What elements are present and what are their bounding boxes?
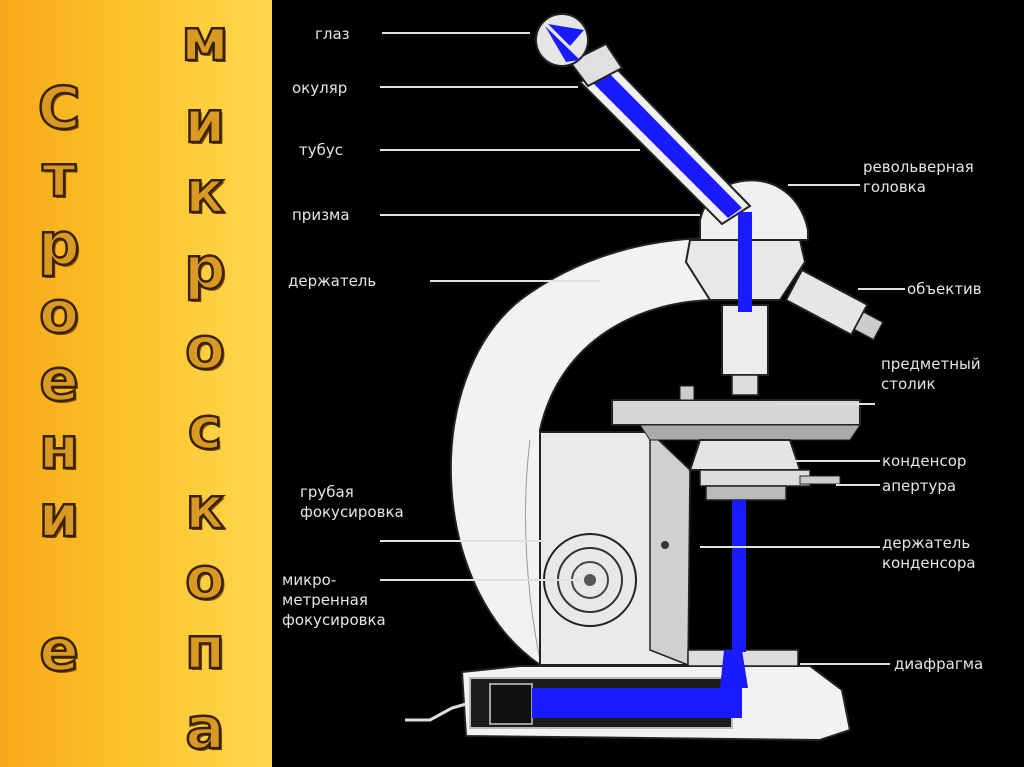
label-stage: предметный столик xyxy=(881,355,981,393)
label-tube: тубус xyxy=(299,141,343,159)
aperture-ring xyxy=(699,469,811,487)
label-objective: объектив xyxy=(907,280,982,298)
title-letter: к xyxy=(184,474,226,542)
condenser-holder xyxy=(705,485,787,501)
title-letter: о xyxy=(184,544,226,612)
label-aperture: апертура xyxy=(882,477,957,495)
light-beam-base xyxy=(532,688,742,718)
title-letter: о xyxy=(184,314,226,382)
title-letter: е xyxy=(38,616,80,684)
label-coarse-focus: грубая фокусировка xyxy=(300,483,404,521)
focus-block-side xyxy=(649,430,691,667)
objective-tip xyxy=(731,374,759,396)
light-beam-tube xyxy=(590,70,742,218)
microscope-diagram: глаз окуляр тубус призма держатель револ… xyxy=(272,0,1024,767)
screw xyxy=(661,541,669,549)
label-holder: держатель xyxy=(288,272,377,290)
eyepiece xyxy=(568,42,624,88)
title-letter: н xyxy=(38,414,81,482)
condenser xyxy=(688,439,802,471)
eye-beam-2 xyxy=(548,24,584,46)
label-micrometer-focus: микро- метренная фокусировка xyxy=(282,571,386,629)
title-panel: С т р о е н и е м и к р о с к о п а xyxy=(0,0,272,767)
label-revolver-head: револьверная головка xyxy=(863,158,974,196)
title-letter: с xyxy=(187,394,224,462)
title-word-mikroskopa: м и к р о с к о п а xyxy=(150,0,260,767)
lamp xyxy=(489,683,533,725)
title-letter: С xyxy=(36,74,81,142)
power-cord xyxy=(405,702,467,722)
microscope-drawing xyxy=(380,13,905,742)
label-diaphragm: диафрагма xyxy=(894,655,984,673)
objective-side xyxy=(784,268,884,341)
title-letter: р xyxy=(183,234,227,302)
eye xyxy=(535,13,589,67)
stage-edge xyxy=(639,424,861,441)
title-letter: р xyxy=(37,210,81,278)
title-letter: м xyxy=(180,6,230,74)
light-beam-lower xyxy=(732,500,746,652)
label-condenser-holder: держатель конденсора xyxy=(882,534,976,572)
title-word-stroenie: С т р о е н и е xyxy=(4,0,114,767)
knob-center xyxy=(584,574,596,586)
title-letter: е xyxy=(38,346,80,414)
label-eyepiece: окуляр xyxy=(292,79,348,97)
objective-main xyxy=(721,304,769,376)
light-beam-upper xyxy=(738,212,752,312)
stage-clip xyxy=(679,385,695,401)
title-letter: а xyxy=(184,694,226,762)
holder-arm xyxy=(449,236,720,667)
title-letter: п xyxy=(184,614,227,682)
title-letter: и xyxy=(37,482,80,550)
title-letter: и xyxy=(183,88,226,156)
light-beam-mirror xyxy=(720,650,748,688)
label-eye: глаз xyxy=(315,25,350,43)
label-prism: призма xyxy=(292,206,350,224)
aperture-lever xyxy=(799,475,841,485)
arm-shading xyxy=(524,439,541,661)
title-letter: к xyxy=(184,158,226,226)
label-condenser: конденсор xyxy=(882,452,967,470)
eye-beam xyxy=(545,26,580,62)
pointer-lines xyxy=(380,32,905,665)
title-letter: т xyxy=(41,142,77,210)
title-letter: о xyxy=(38,278,80,346)
